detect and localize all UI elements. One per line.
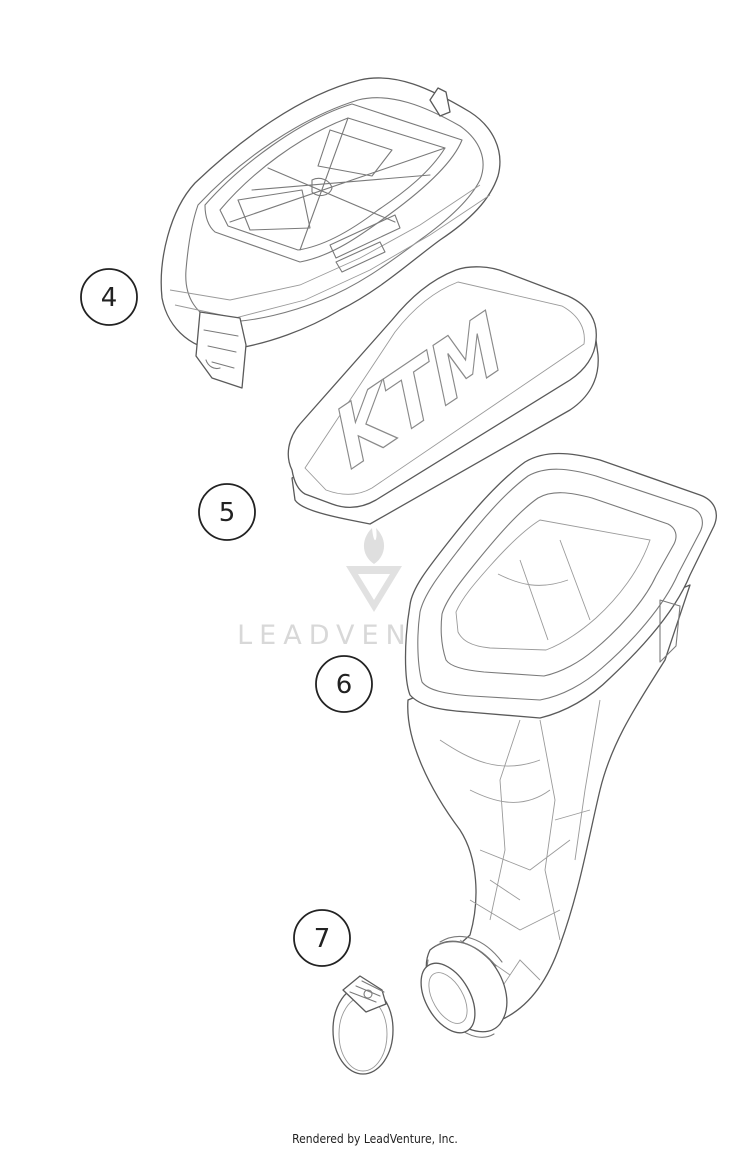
callout-6-label: 6 — [336, 670, 353, 700]
callout-6[interactable]: 6 — [315, 655, 373, 713]
callout-7-label: 7 — [314, 924, 331, 954]
part-7-hose-clamp[interactable] — [332, 975, 394, 1075]
footer-attribution: Rendered by LeadVenture, Inc. — [292, 1132, 458, 1146]
watermark-flame-icon — [363, 528, 385, 564]
callout-4[interactable]: 4 — [80, 268, 138, 326]
callout-7[interactable]: 7 — [293, 909, 351, 967]
part-6-intake-duct[interactable] — [404, 452, 717, 1042]
part-4-airbox-cover[interactable] — [160, 77, 501, 389]
callout-6-circle — [315, 655, 373, 713]
callout-4-circle — [80, 268, 138, 326]
part-5-air-filter[interactable]: KTM — [287, 266, 599, 525]
callout-4-label: 4 — [101, 283, 118, 313]
callout-5[interactable]: 5 — [198, 483, 256, 541]
callout-5-label: 5 — [219, 498, 236, 528]
watermark-v-icon — [346, 566, 402, 612]
callout-7-circle — [293, 909, 351, 967]
callout-5-circle — [198, 483, 256, 541]
